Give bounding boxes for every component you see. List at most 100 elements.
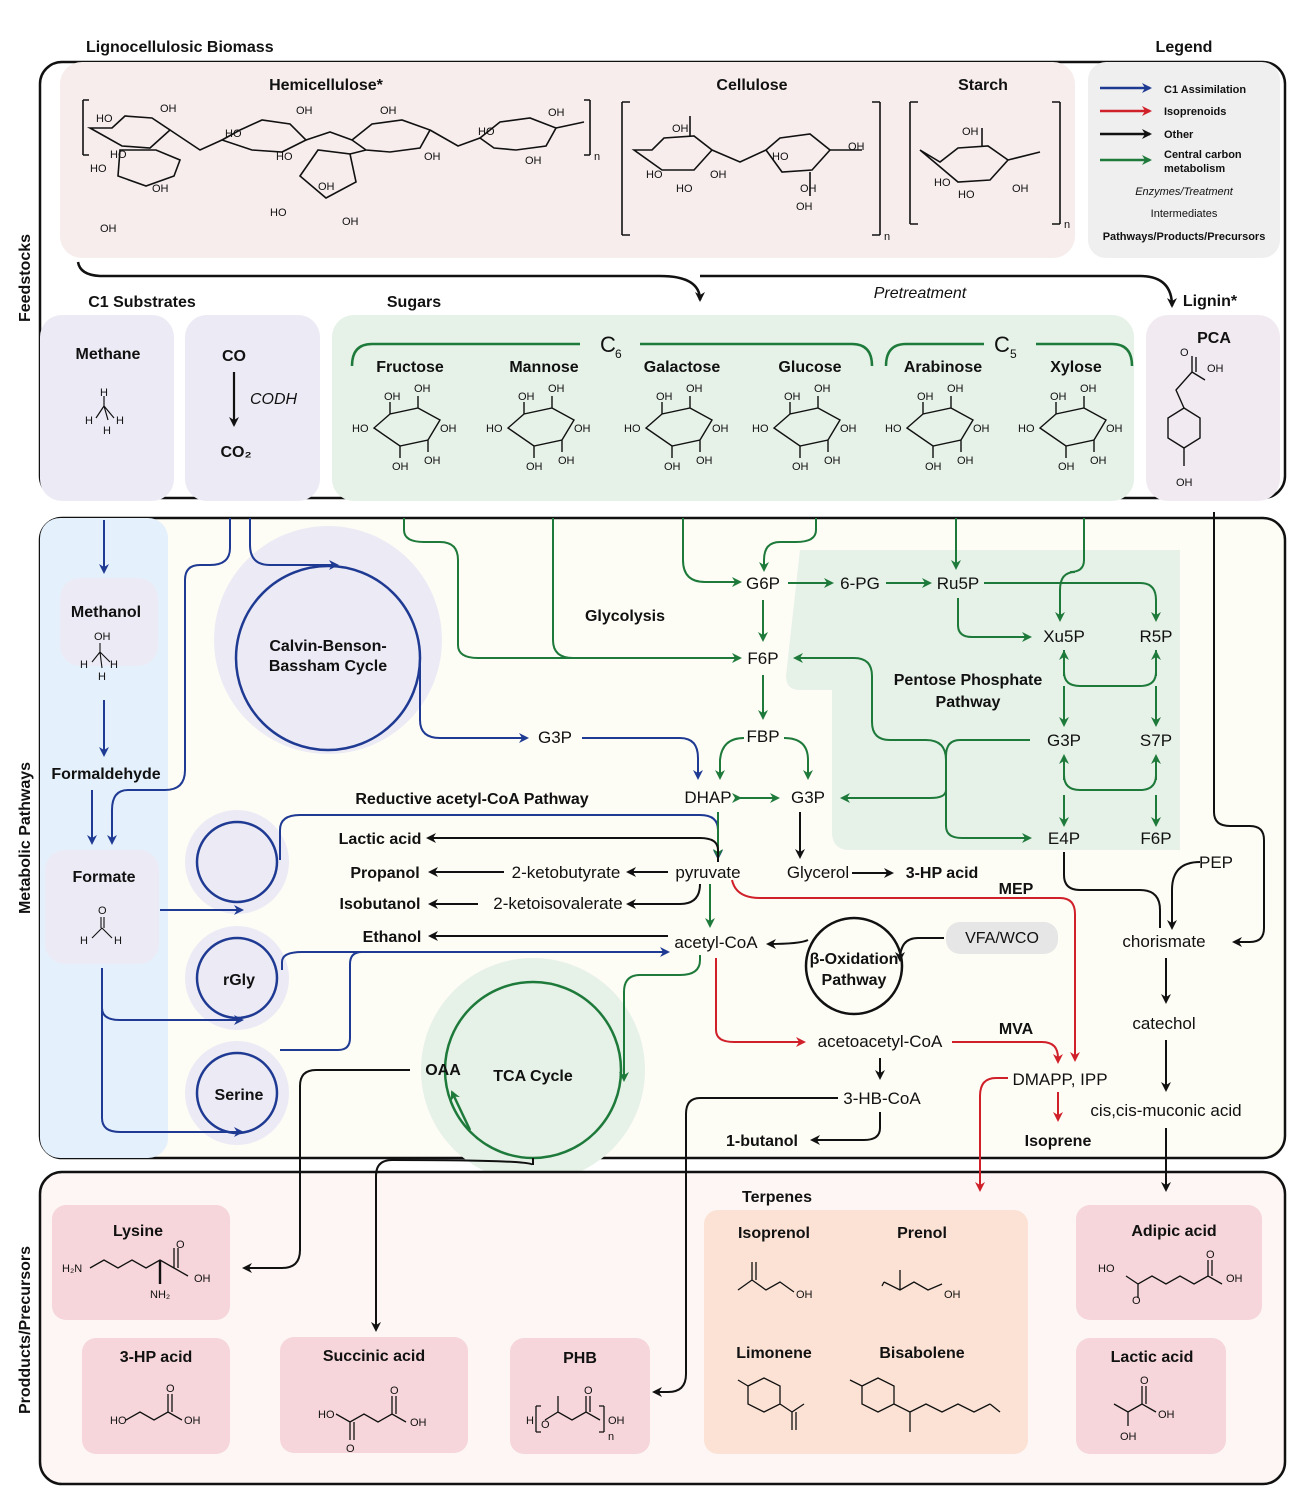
arrow-tca-succinic: [371, 1158, 534, 1332]
sugar-label-xylose: Xylose: [1050, 359, 1102, 376]
svg-text:HO: HO: [110, 149, 127, 161]
sugar-atom: OH: [712, 423, 729, 435]
arrow-fbp-dhap: [715, 737, 745, 780]
tca-label: TCA Cycle: [493, 1068, 573, 1085]
prenol-label: Prenol: [897, 1225, 947, 1242]
svg-text:n: n: [594, 151, 600, 163]
legend-pathways: Pathways/Products/Precursors: [1103, 231, 1266, 243]
arrow-co2-cbb: [249, 518, 339, 570]
svg-text:n: n: [884, 231, 890, 243]
sugar-atom: OH: [784, 391, 801, 403]
arrow-mva: [952, 1041, 1063, 1064]
sugar-atom: OH: [1090, 455, 1107, 467]
arrow-3hb-butanol: [810, 1112, 881, 1145]
cbb-label-line1: Calvin-Benson-: [269, 638, 386, 655]
racp-halo: [185, 810, 289, 914]
lactic-oh: OH: [1158, 1409, 1175, 1421]
sugar-atom: OH: [392, 461, 409, 473]
adipic-label: Adipic acid: [1131, 1223, 1216, 1240]
cellulose-label: Cellulose: [716, 77, 787, 94]
g3p-ppp-node: G3P: [1047, 731, 1081, 750]
succinic-label: Succinic acid: [323, 1348, 425, 1365]
vfa-label: VFA/WCO: [965, 930, 1039, 947]
svg-text:HO: HO: [270, 207, 287, 219]
hp3-ho: HO: [110, 1415, 127, 1427]
svg-text:NH₂: NH₂: [150, 1289, 170, 1301]
arrow-3hb-phb: [652, 1097, 838, 1397]
formate-label: Formate: [72, 869, 135, 886]
sugar-atom: OH: [840, 423, 857, 435]
svg-text:C1 Assimilation: C1 Assimilation: [1164, 84, 1246, 96]
lactic-o: O: [1140, 1375, 1149, 1387]
phb-h: H: [526, 1415, 534, 1427]
svg-text:H: H: [110, 659, 118, 671]
ppp-label-line1: Pentose Phosphate: [894, 672, 1043, 689]
svg-text:OH: OH: [800, 183, 817, 195]
sugar-atom: OH: [1058, 461, 1075, 473]
cbb-halo: [214, 526, 442, 754]
pca-oh: OH: [1207, 363, 1224, 375]
sugar-atom: HO: [1018, 423, 1035, 435]
sugar-atom: OH: [548, 383, 565, 395]
prenol-oh: OH: [944, 1289, 961, 1301]
arrow-ru5p-r5p: [984, 582, 1161, 622]
dhap-node: DHAP: [684, 788, 731, 807]
svg-text:OH: OH: [318, 181, 335, 193]
isoprenol-label: Isoprenol: [738, 1225, 810, 1242]
arrow-mannose-f6p: [552, 518, 574, 659]
lactic-node: Lactic acid: [339, 831, 422, 848]
arrow-lignin-chorismate: [1213, 512, 1265, 947]
acetylcoa-node: acetyl-CoA: [674, 933, 758, 952]
section-metabolic: Metabolic Pathways: [17, 762, 34, 914]
svg-text:OH: OH: [525, 155, 542, 167]
svg-text:OH: OH: [424, 151, 441, 163]
f6p2-node: F6P: [1140, 829, 1171, 848]
sugar-atom: OH: [696, 455, 713, 467]
legend-item-c1: C1 Assimilation: [1100, 83, 1246, 96]
cbb-label-line2: Bassham Cycle: [269, 658, 387, 675]
r5p-node: R5P: [1139, 627, 1172, 646]
svg-text:H: H: [80, 935, 88, 947]
c6-subscript: 6: [615, 347, 622, 361]
svg-text:HO: HO: [90, 163, 107, 175]
formate-structure: O H H: [80, 905, 122, 947]
sugar-atom: OH: [664, 461, 681, 473]
adipic-card: [1076, 1205, 1262, 1320]
legend-central-line1: Central carbon: [1164, 149, 1242, 161]
oaa-node: OAA: [425, 1062, 461, 1079]
svg-text:HO: HO: [276, 151, 293, 163]
succinic-card: [280, 1337, 468, 1453]
sugar-atom: OH: [414, 383, 431, 395]
starch-structure: [909, 101, 1061, 225]
methanol-label: Methanol: [71, 604, 141, 621]
sugar-atom: OH: [947, 383, 964, 395]
svg-text:OH: OH: [160, 103, 177, 115]
serine-halo: [185, 1041, 289, 1145]
sugar-atom: OH: [792, 461, 809, 473]
svg-text:HO: HO: [958, 189, 975, 201]
methanol-structure: OH H H H: [80, 631, 118, 683]
pretreatment-arrow-sugars: [76, 261, 705, 302]
lysine-structure: [89, 1248, 189, 1284]
succinic-ho: HO: [318, 1409, 335, 1421]
svg-text:OH: OH: [548, 107, 565, 119]
pretreatment-label: Pretreatment: [874, 285, 967, 302]
svg-text:H: H: [98, 671, 106, 683]
isoprene-node: Isoprene: [1025, 1133, 1092, 1150]
3hp-product: 3-HP acid: [906, 865, 979, 882]
legend-intermediates: Intermediates: [1151, 208, 1218, 220]
arrow-pyruvate-mep: [731, 879, 1080, 1062]
succinic-structure: [335, 1396, 407, 1440]
arrow-glucose-g6p: [759, 518, 817, 572]
boxid-label-line1: β-Oxidation: [810, 951, 899, 968]
lignin-label: Lignin*: [1183, 293, 1238, 310]
svg-text:Other: Other: [1164, 129, 1194, 141]
sugar-label-glucose: Glucose: [778, 359, 841, 376]
adipic-ho: HO: [1098, 1263, 1115, 1275]
biomass-title: Lignocellulosic Biomass: [86, 39, 274, 56]
vfa-box: [946, 922, 1058, 954]
ppp-link-mid: [1063, 756, 1157, 791]
sugar-atom: OH: [526, 461, 543, 473]
arrow-galactose-g6p: [682, 518, 742, 587]
